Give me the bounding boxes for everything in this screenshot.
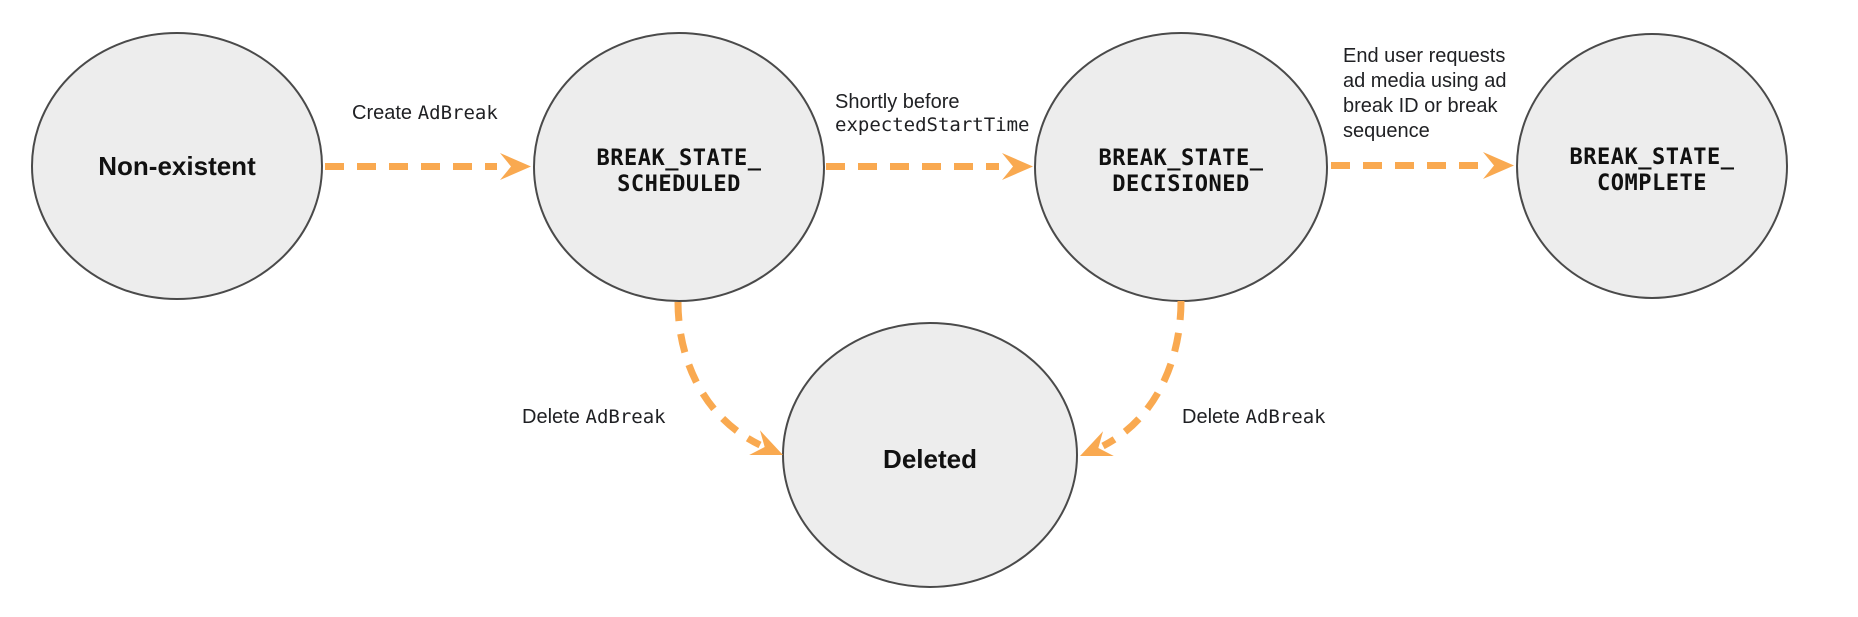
state-circle-break-state-complete [1516, 33, 1788, 299]
transition-arrowhead-delete-adbreak-right [1080, 431, 1114, 457]
transition-arrowhead-delete-adbreak-left [749, 430, 783, 456]
state-circle-non-existent [31, 32, 323, 300]
edge-label-end-user-requests: End user requests ad media using ad brea… [1343, 44, 1506, 144]
edge-label-code: AdBreak [1245, 406, 1326, 428]
state-label-line: DECISIONED [1112, 172, 1250, 197]
transition-arrow-delete-adbreak-left [674, 301, 762, 449]
state-label-break-state-decisioned: BREAK_STATE_ DECISIONED [1099, 146, 1264, 198]
edge-label-code: expectedStartTime [835, 114, 1030, 136]
edge-label-line: break ID or break [1343, 95, 1498, 117]
transition-arrow-delete-adbreak-right [1101, 300, 1185, 450]
state-label-line: BREAK_STATE_ [1569, 145, 1735, 170]
state-label-line: SCHEDULED [617, 172, 741, 197]
state-label-deleted: Deleted [883, 444, 977, 474]
state-label-line: BREAK_STATE_ [596, 146, 762, 171]
edge-label-text: Create [352, 102, 413, 124]
edge-label-shortly-before-expectedstarttime: Shortly before expectedStartTime [835, 91, 1029, 137]
edge-label-code: AdBreak [585, 406, 666, 428]
state-label-line: BREAK_STATE_ [1098, 146, 1264, 171]
state-circle-deleted [782, 322, 1078, 588]
edge-label-text: Delete [1182, 406, 1240, 428]
edge-label-line: End user requests [1343, 45, 1506, 67]
state-label-non-existent: Non-existent [98, 151, 256, 181]
state-label-break-state-complete: BREAK_STATE_ COMPLETE [1570, 145, 1735, 197]
edge-label-code: AdBreak [417, 102, 498, 124]
state-label-break-state-scheduled: BREAK_STATE_ SCHEDULED [597, 146, 762, 198]
edge-label-line: sequence [1343, 120, 1430, 142]
edge-label-line: ad media using ad [1343, 70, 1507, 92]
state-label-line: COMPLETE [1597, 171, 1707, 196]
edge-label-text: Delete [522, 406, 580, 428]
edge-label-text: Shortly before [835, 91, 960, 113]
state-circle-break-state-scheduled [533, 32, 825, 302]
